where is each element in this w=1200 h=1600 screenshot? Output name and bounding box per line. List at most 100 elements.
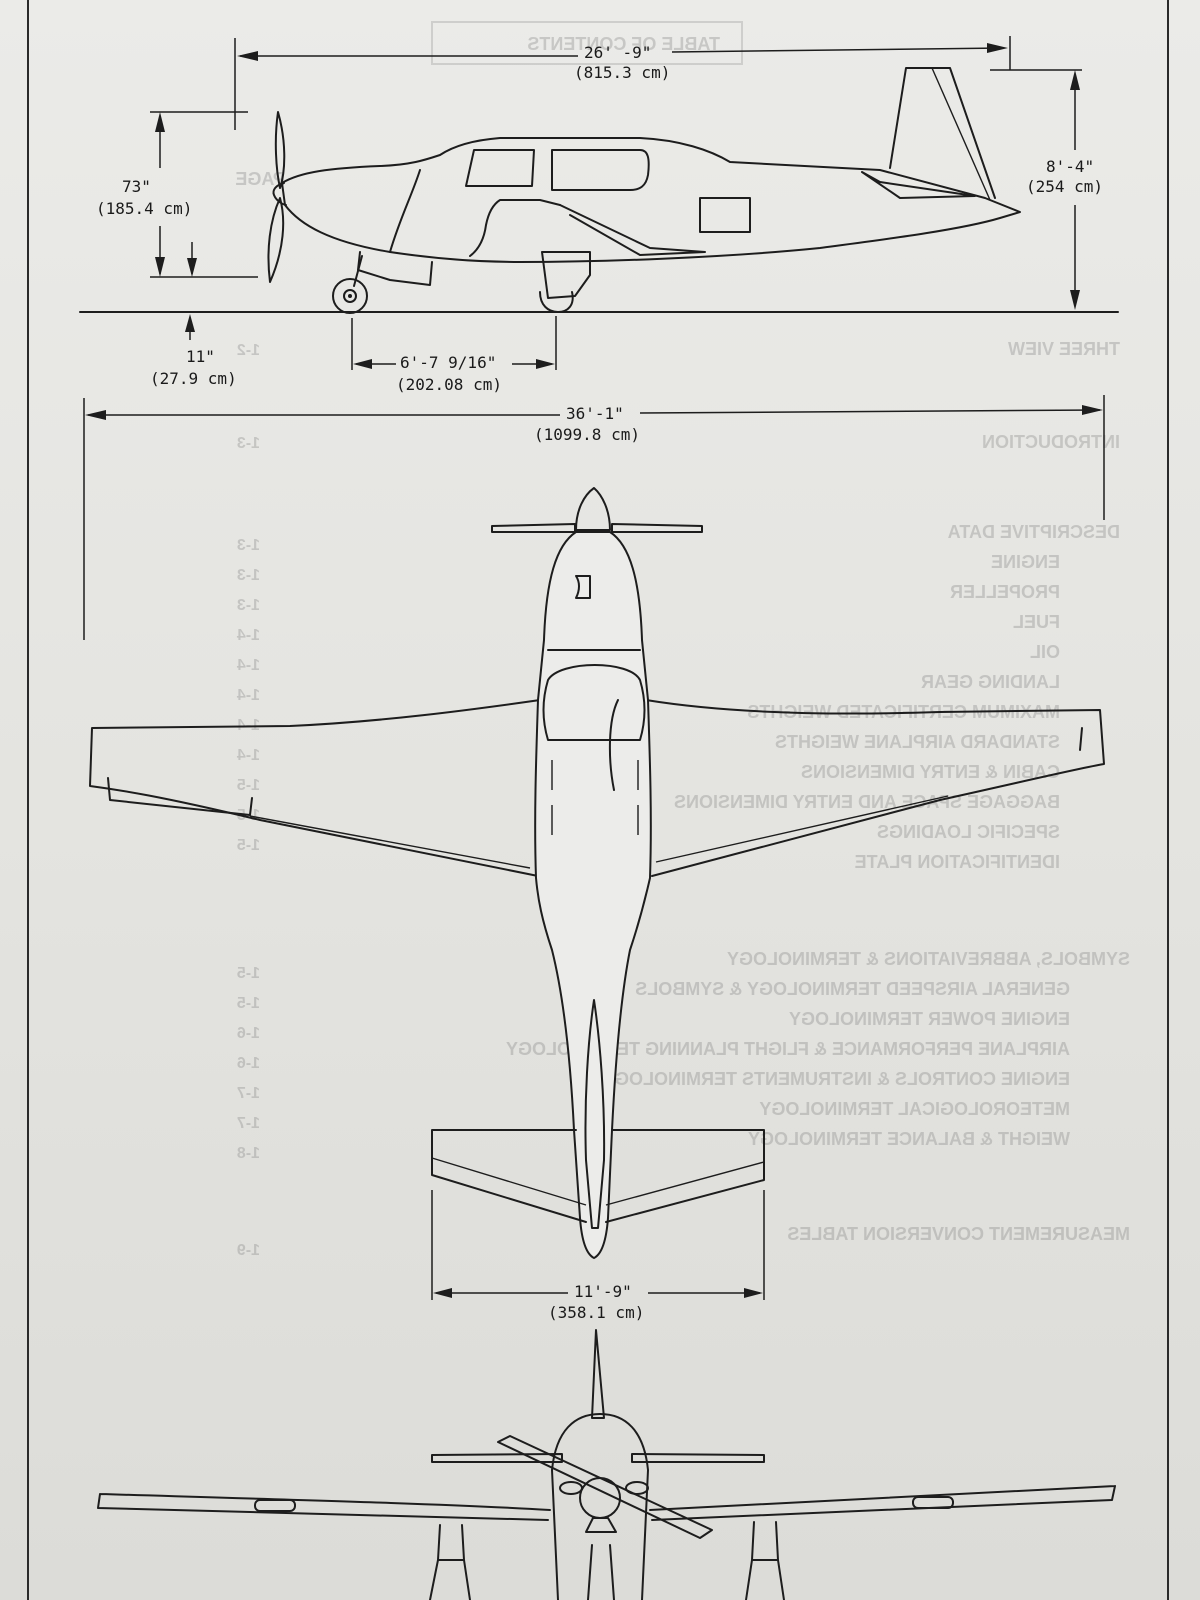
nose-gear-strut (353, 255, 363, 287)
right-main-gear-front (745, 1521, 785, 1600)
side-window (551, 149, 650, 191)
show-through-entries: THREE VIEW 1-2 INTRODUCTION 1-3 DESCRIPT… (237, 339, 1130, 1259)
length-imperial-label: 26' -9" (584, 43, 651, 62)
toc-entry-title: FUEL (1013, 612, 1060, 632)
cowl-flap (585, 1517, 617, 1533)
arrowhead (433, 1288, 452, 1298)
toc-entry-page: 1-3 (237, 435, 260, 452)
arrowhead (353, 359, 372, 369)
nose-wheel-hub (343, 289, 357, 303)
toc-entry-page: 1-4 (237, 657, 260, 674)
right-flap-line (655, 795, 949, 863)
cabin-lines (551, 760, 639, 835)
dorsal-fin-top (584, 999, 606, 1229)
prop-height-imperial-label: 73" (122, 177, 151, 196)
arrowhead (536, 359, 555, 369)
arrowhead (237, 51, 258, 61)
toc-entry-page: 1-5 (237, 995, 260, 1012)
dimension-line (671, 47, 1005, 53)
prop-height-metric-label: (185.4 cm) (96, 199, 192, 218)
toc-entry-page: 1-8 (237, 1145, 260, 1162)
show-through-header: TABLE OF CONTENTS (527, 34, 720, 54)
oil-door (575, 575, 591, 599)
toc-entry-page: 1-7 (237, 1115, 260, 1132)
toc-entry-title: AIRPLANE PERFORMANCE & FLIGHT PLANNING T… (506, 1039, 1070, 1059)
wing-span-metric-label: (1099.8 cm) (534, 425, 640, 444)
toc-entry-page: 1-7 (237, 1085, 260, 1102)
toc-entry-title: MEASUREMENT CONVERSION TABLES (787, 1224, 1130, 1244)
toc-entry-page: 1-6 (237, 1025, 260, 1042)
toc-entry-page: 1-3 (237, 567, 260, 584)
wheel-base-imperial-label: 6'-7 9/16" (400, 353, 496, 372)
toc-entry-title: GENERAL AIRSPEED TERMINOLOGY & SYMBOLS (635, 979, 1070, 999)
left-stabilizer (431, 1129, 587, 1223)
inlet-left (559, 1481, 583, 1495)
left-aileron (107, 777, 253, 816)
toc-entry-page: 1-5 (237, 777, 260, 794)
toc-entry-page: 1-4 (237, 627, 260, 644)
fin-front (591, 1329, 605, 1419)
right-wing (645, 699, 1105, 877)
toc-entry-page: 1-9 (237, 1242, 260, 1259)
toc-entry-title: OIL (1030, 642, 1060, 662)
propeller-blade-bottom (267, 197, 285, 283)
toc-entry-page: 1-2 (237, 342, 260, 359)
main-wheel (539, 291, 574, 313)
toc-entry-title: SYMBOLS, ABBREVIATIONS & TERMINOLOGY (727, 949, 1130, 969)
toc-entry-title: IDENTIFICATION PLATE (855, 852, 1060, 872)
toc-entry-page: 1-5 (237, 965, 260, 982)
spinner-top (575, 487, 611, 531)
door-outline (608, 699, 619, 791)
toc-entry-title: METEOROLOGICAL TERMINOLOGY (759, 1099, 1070, 1119)
toc-entry-title: THREE VIEW (1008, 339, 1120, 359)
toc-entry-page: 1-5 (237, 837, 260, 854)
left-wing (89, 699, 541, 877)
toc-entry-title: STANDARD AIRPLANE WEIGHTS (775, 732, 1060, 752)
wing-span-imperial-label: 36'-1" (566, 404, 624, 423)
toc-entry-page: 1-4 (237, 687, 260, 704)
arrowhead (1070, 70, 1080, 90)
flap (559, 204, 706, 256)
propeller-right-blade (611, 523, 703, 533)
left-wing-front (97, 1493, 551, 1521)
toc-entry-title: CABIN & ENTRY DIMENSIONS (801, 762, 1060, 782)
rudder-hinge (931, 67, 991, 201)
left-elevator-line (431, 1157, 587, 1206)
arrowhead (744, 1288, 763, 1298)
arrowhead (987, 43, 1008, 53)
wing-root (469, 199, 561, 257)
show-through-header-box (431, 21, 743, 65)
toc-entry-title: DESCRIPTIVE DATA (948, 522, 1120, 542)
main-gear-fairing (541, 251, 591, 299)
dimension-line (639, 409, 1101, 414)
nose-gear-front (587, 1544, 615, 1600)
inlet-right (625, 1481, 649, 1495)
toc-entry-page: 1-6 (237, 1055, 260, 1072)
right-elevator-line (605, 1161, 765, 1206)
arrowhead (1082, 405, 1103, 415)
side-view: 26' -9" (815.3 cm) 73" (185.4 cm) 8'-4" … (79, 36, 1119, 394)
toc-entry-title: ENGINE (991, 552, 1060, 572)
toc-entry-title: LANDING GEAR (921, 672, 1060, 692)
tail-height-metric-label: (254 cm) (1026, 177, 1103, 196)
right-wing-front (649, 1485, 1116, 1521)
left-stabilizer-front (431, 1453, 563, 1463)
arrowhead (1070, 290, 1080, 310)
nose-wheel (332, 278, 368, 314)
top-view: 36'-1" (1099.8 cm) 11'-9" (3 (83, 395, 1105, 1322)
propeller-front (497, 1435, 713, 1539)
wheel-base-metric-label: (202.08 cm) (396, 375, 502, 394)
show-through-text: TABLE OF CONTENTS PAGE THREE VIEW 1-2 IN… (235, 21, 1130, 1259)
fuselage-top (534, 531, 652, 1260)
arrowhead (155, 257, 165, 277)
toc-entry-page: 1-3 (237, 597, 260, 614)
nose-gear-door (357, 251, 433, 286)
propeller-blade-top (274, 111, 286, 189)
right-wingtip-line (1079, 727, 1083, 751)
toc-entry-page: 1-4 (237, 747, 260, 764)
toc-entry-page: 1-3 (237, 537, 260, 554)
arrowhead (85, 410, 106, 420)
right-stabilizer-front (631, 1453, 765, 1463)
